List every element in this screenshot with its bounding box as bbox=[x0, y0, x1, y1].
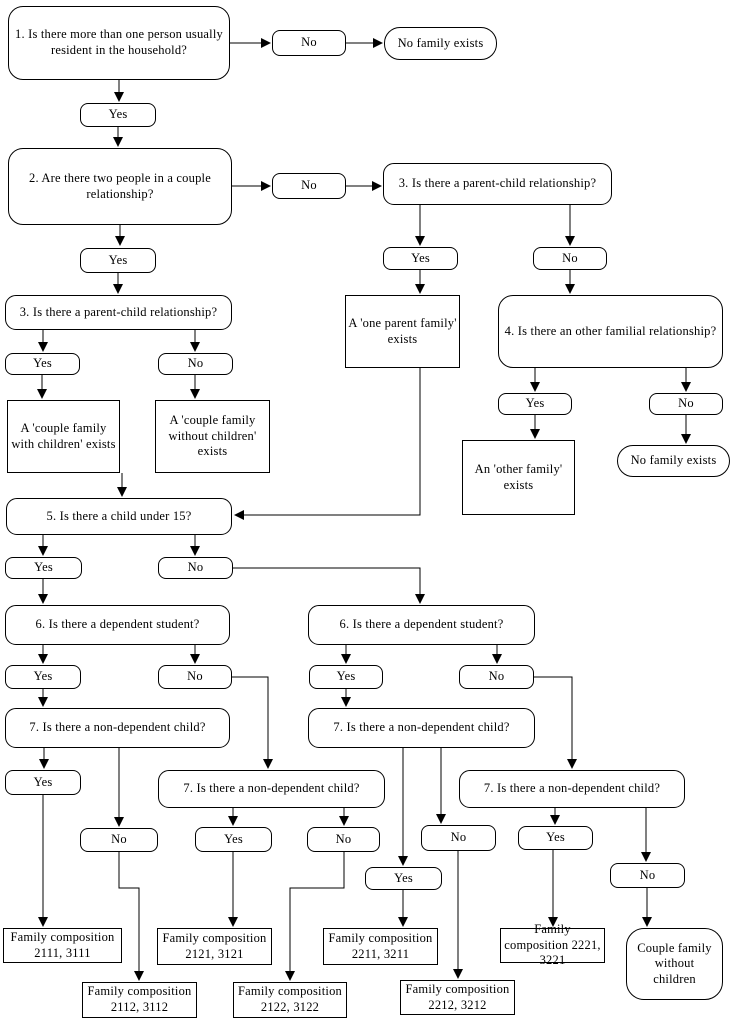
decision-non-dependent-child-d: 7. Is there a non-dependent child? bbox=[459, 770, 685, 808]
decision-dependent-student-right: 6. Is there a dependent student? bbox=[308, 605, 535, 645]
decision-non-dependent-child-c: 7. Is there a non-dependent child? bbox=[308, 708, 535, 748]
terminal-family-composition-2212-3212: Family composition 2212, 3212 bbox=[400, 980, 515, 1015]
decision-child-under-15: 5. Is there a child under 15? bbox=[6, 498, 232, 535]
answer-no-q7a: No bbox=[80, 828, 158, 852]
answer-yes-q2: Yes bbox=[80, 248, 156, 273]
decision-dependent-student-left: 6. Is there a dependent student? bbox=[5, 605, 230, 645]
answer-yes-q7d: Yes bbox=[518, 826, 593, 850]
terminal-other-family: An 'other family' exists bbox=[462, 440, 575, 515]
decision-non-dependent-child-b: 7. Is there a non-dependent child? bbox=[158, 770, 385, 808]
edge-no-q7b bbox=[232, 676, 273, 769]
decision-non-dependent-child-a: 7. Is there a non-dependent child? bbox=[5, 708, 230, 748]
terminal-family-composition-2111-3111: Family composition 2111, 3111 bbox=[3, 928, 122, 963]
answer-no-q1: No bbox=[272, 30, 346, 56]
answer-no-q2: No bbox=[272, 173, 346, 199]
terminal-family-composition-2121-3121: Family composition 2121, 3121 bbox=[157, 928, 272, 965]
answer-yes-q3left: Yes bbox=[5, 353, 80, 375]
terminal-couple-family-with-children: A 'couple family with children' exists bbox=[7, 400, 120, 473]
answer-no-q7b: No bbox=[307, 827, 380, 852]
terminal-couple-family-without-children-bottom: Couple family without children bbox=[626, 928, 723, 1000]
edge-no-q7d bbox=[534, 676, 577, 769]
answer-yes-q4: Yes bbox=[498, 393, 572, 415]
edge-no-q6right bbox=[233, 567, 425, 604]
decision-more-than-one-person: 1. Is there more than one person usually… bbox=[8, 6, 230, 80]
answer-yes-q5: Yes bbox=[5, 557, 82, 579]
terminal-no-family-exists-top: No family exists bbox=[384, 27, 497, 60]
terminal-family-composition-2112-3112: Family composition 2112, 3112 bbox=[82, 982, 197, 1018]
decision-parent-child-left: 3. Is there a parent-child relationship? bbox=[5, 295, 232, 330]
terminal-family-composition-2211-3211: Family composition 2211, 3211 bbox=[323, 928, 438, 965]
answer-no-q5: No bbox=[158, 557, 233, 579]
answer-yes-q7c: Yes bbox=[365, 867, 442, 890]
terminal-family-composition-2221-3221: Family composition 2221, 3221 bbox=[500, 922, 605, 967]
decision-other-familial-relationship: 4. Is there an other familial relationsh… bbox=[498, 295, 723, 368]
answer-yes-q7a: Yes bbox=[5, 770, 81, 795]
answer-no-q3left: No bbox=[158, 353, 233, 375]
answer-yes-q3right: Yes bbox=[383, 247, 458, 270]
answer-yes-q6right: Yes bbox=[309, 665, 383, 689]
answer-yes-q1: Yes bbox=[80, 103, 156, 127]
terminal-one-parent-family: A 'one parent family' exists bbox=[345, 295, 460, 368]
answer-no-q7c: No bbox=[421, 825, 496, 851]
answer-no-q6right: No bbox=[459, 665, 534, 689]
answer-yes-q6left: Yes bbox=[5, 665, 81, 689]
answer-no-q6left: No bbox=[158, 665, 232, 689]
edge-no-fc2112 bbox=[118, 852, 144, 981]
terminal-family-composition-2122-3122: Family composition 2122, 3122 bbox=[233, 982, 347, 1018]
terminal-no-family-exists-mid: No family exists bbox=[617, 445, 730, 477]
decision-couple-relationship: 2. Are there two people in a couple rela… bbox=[8, 148, 232, 225]
answer-yes-q7b: Yes bbox=[195, 827, 272, 852]
answer-no-q3right: No bbox=[533, 247, 607, 270]
decision-parent-child-right: 3. Is there a parent-child relationship? bbox=[383, 163, 612, 205]
answer-no-q7d: No bbox=[610, 863, 685, 888]
terminal-couple-family-without-children: A 'couple family without children' exist… bbox=[155, 400, 270, 473]
answer-no-q4: No bbox=[649, 393, 723, 415]
